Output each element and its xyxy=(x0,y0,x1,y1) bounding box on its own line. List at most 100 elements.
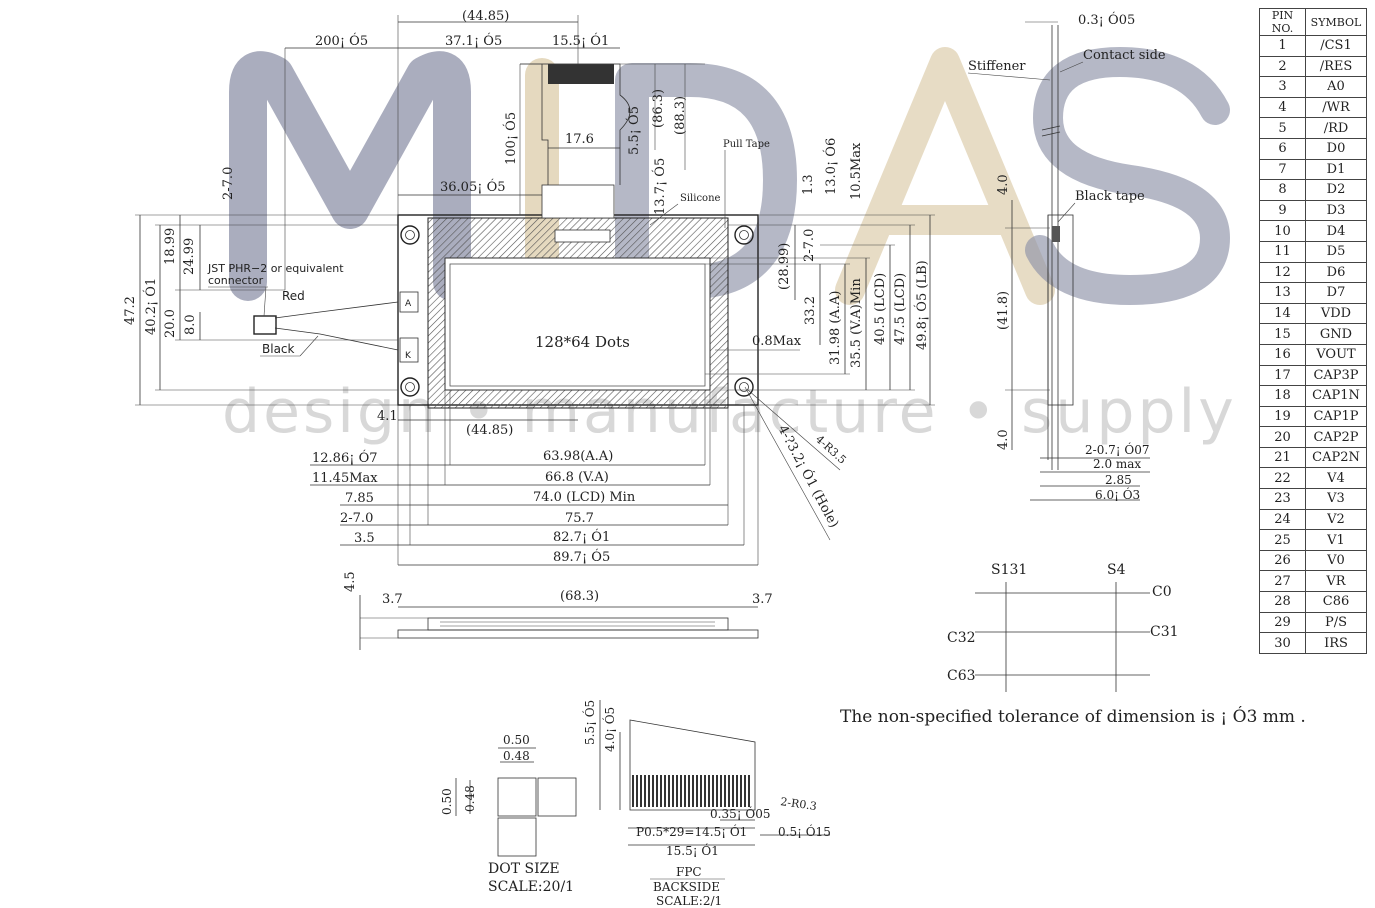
top-dimensions: (44.85) 200¡ Ó5 37.1¡ Ó5 15.5¡ Ó1 100¡ Ó… xyxy=(221,9,864,290)
label-s4: S4 xyxy=(1107,562,1126,578)
logo-letter-m xyxy=(229,51,471,301)
dim-0-8-max: 0.8Max xyxy=(752,334,802,349)
fpc-detail-outline xyxy=(629,719,756,811)
pin-number: 6 xyxy=(1259,137,1306,160)
label-silicone: Silicone xyxy=(680,193,721,204)
dot-width-pitch: 0.50 xyxy=(503,733,530,747)
pin-symbol: A0 xyxy=(1305,76,1367,98)
dot-bl xyxy=(497,817,537,857)
dim-74-0: 74.0 (LCD) Min xyxy=(533,490,636,505)
pin-number: 13 xyxy=(1259,282,1306,304)
dot-tl xyxy=(497,777,537,817)
tolerance-note: The non-specified tolerance of dimension… xyxy=(840,706,1306,727)
pin-symbol: D3 xyxy=(1305,199,1367,222)
dim-63-98: 63.98(A.A) xyxy=(543,449,613,464)
pin-number: 4 xyxy=(1259,96,1306,119)
mount-hole-bl-inner xyxy=(405,382,415,392)
fpc-title: FPC xyxy=(676,865,702,879)
pin-number: 14 xyxy=(1259,302,1306,325)
dim-0-3: 0.3¡ Ó05 xyxy=(1078,11,1135,28)
pin-number: 3 xyxy=(1259,76,1306,98)
pin-symbol: D0 xyxy=(1305,137,1367,160)
pin-number: 10 xyxy=(1259,220,1306,242)
pin-row: 4/WR xyxy=(1259,96,1367,119)
pin-number: 8 xyxy=(1259,179,1306,201)
dim-2-0-max: 2.0 max xyxy=(1093,457,1141,471)
label-pull-tape: Pull Tape xyxy=(723,139,770,150)
mount-hole-bl xyxy=(400,377,420,397)
pull-tape xyxy=(554,229,611,243)
dim-4-0-bottom: 4.0 xyxy=(996,429,1011,450)
dot-width: 0.48 xyxy=(503,749,530,763)
pin-number: 30 xyxy=(1259,632,1306,654)
dot-height: 0.48 xyxy=(463,785,477,812)
pin-number: 20 xyxy=(1259,426,1306,448)
pin-row: 1/CS1 xyxy=(1259,35,1367,57)
led-pin-a-pad xyxy=(399,291,419,313)
dim-11-45: 11.45Max xyxy=(312,471,378,486)
dot-size-scale: SCALE:20/1 xyxy=(488,879,574,895)
dim-2-85: 2.85 xyxy=(1105,473,1132,487)
label-jst-connector: JST PHR−2 or equivalent xyxy=(207,262,344,275)
dim-5-5: 5.5¡ Ó5 xyxy=(625,106,642,155)
pin-symbol: /WR xyxy=(1305,96,1367,119)
pin-symbol: V2 xyxy=(1305,508,1367,531)
led-pin-a-label: A xyxy=(405,299,412,309)
pin-number: 12 xyxy=(1259,261,1306,284)
pin-number: 7 xyxy=(1259,158,1306,181)
dim-8-0: 8.0 xyxy=(183,314,198,335)
dim-89-7: 89.7¡ Ó5 xyxy=(553,548,610,565)
right-dimensions: 2-7.0 (28.99) 33.2 31.98 (A.A) 35.5 (V.A… xyxy=(705,214,935,541)
fpc-dim-4-0: 4.0¡ Ó5 xyxy=(601,707,617,752)
pin-number: 18 xyxy=(1259,385,1306,407)
pin-number: 16 xyxy=(1259,343,1306,366)
dim-82-7: 82.7¡ Ó1 xyxy=(553,528,610,545)
pin-table-header: PIN NO.SYMBOL xyxy=(1259,8,1367,36)
dim-49-8: 49.8¡ Ó5 (LB) xyxy=(913,260,930,350)
pin-number: 29 xyxy=(1259,611,1306,634)
label-black-tape: Black tape xyxy=(1075,189,1145,204)
pin-number: 27 xyxy=(1259,570,1306,593)
fpc-scale: SCALE:2/1 xyxy=(656,894,722,908)
mount-hole-tl-inner xyxy=(405,230,415,240)
jst-connector xyxy=(253,315,277,335)
led-pin-k-pad xyxy=(399,337,419,363)
pin-number: 25 xyxy=(1259,529,1306,551)
dim-4-5: 4.5 xyxy=(343,571,358,592)
pin-symbol: D6 xyxy=(1305,261,1367,284)
dim-15-5: 15.5¡ Ó1 xyxy=(552,32,609,49)
dim-4-0-top: 4.0 xyxy=(996,174,1011,195)
side-view-body xyxy=(397,629,759,639)
dim-12-86: 12.86¡ Ó7 xyxy=(312,449,378,466)
pin-number: 19 xyxy=(1259,405,1306,428)
pin-symbol: V3 xyxy=(1305,488,1367,510)
dim-66-8: 66.8 (V.A) xyxy=(545,470,609,485)
label-jst-connector-2: connector xyxy=(208,274,264,287)
dim-4-1: 4.1 xyxy=(377,409,398,424)
dot-size-title: DOT SIZE xyxy=(488,861,560,877)
dim-3-5: 3.5 xyxy=(354,531,375,546)
fpc-top-connector xyxy=(548,64,614,84)
dot-detail: 0.50 0.48 0.50 0.48 DOT SIZE SCALE:20/1 xyxy=(440,733,577,895)
fpc-dim-0-35: 0.35¡ Ó05 xyxy=(710,805,770,821)
label-stiffener: Stiffener xyxy=(968,59,1026,74)
mounting-holes xyxy=(400,225,754,397)
pin-symbol: VDD xyxy=(1305,302,1367,325)
edge-view: 0.3¡ Ó05 Stiffener Contact side Black ta… xyxy=(967,11,1166,502)
